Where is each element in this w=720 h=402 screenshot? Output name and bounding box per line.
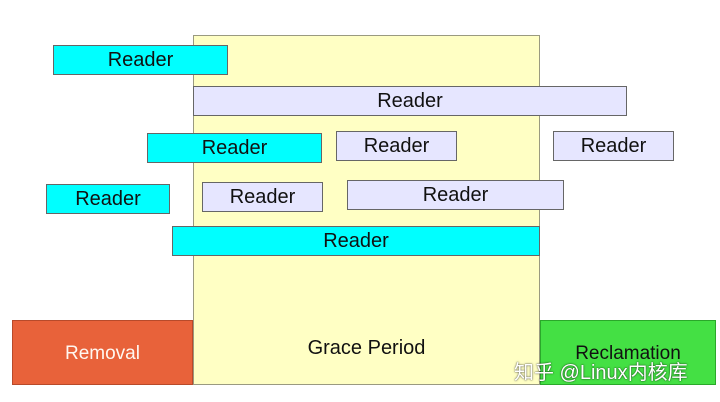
reader-box: Reader [147,133,322,163]
reader-label: Reader [323,229,389,252]
reader-label: Reader [422,183,489,206]
reader-box: Reader [53,45,228,75]
reader-label: Reader [363,134,430,157]
reader-box: Reader [336,131,457,161]
reader-box: Reader [46,184,170,214]
removal-phase-box: Removal [12,320,193,385]
reader-box: Reader [347,180,564,210]
reader-box: Reader [193,86,627,116]
reader-label: Reader [201,136,268,159]
reader-box: Reader [202,182,323,212]
watermark-text: 知乎 @Linux内核库 [514,362,688,384]
reader-label: Reader [229,185,296,208]
reader-box: Reader [172,226,540,256]
reclamation-phase-box: Reclamation [540,320,716,385]
reclamation-label: Reclamation [575,342,681,364]
reader-label: Reader [75,187,141,210]
reader-box: Reader [553,131,674,161]
reader-label: Reader [107,48,174,71]
reader-label: Reader [580,134,647,157]
grace-period-label: Grace Period [307,337,426,359]
removal-label: Removal [65,342,140,364]
reader-label: Reader [377,89,443,112]
